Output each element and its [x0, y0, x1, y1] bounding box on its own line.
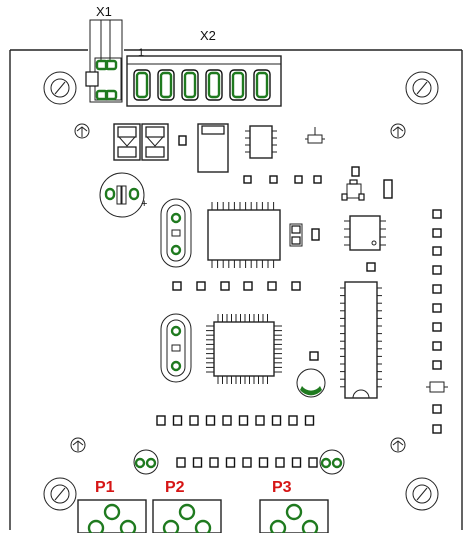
smd-pad — [189, 415, 199, 426]
smd-pad — [220, 281, 230, 291]
connector-x1 — [85, 19, 123, 103]
transistor-sot23 — [305, 127, 325, 144]
smd-component — [429, 381, 445, 393]
smd-pad — [243, 281, 253, 291]
smd-pad — [238, 415, 249, 426]
ic-qfp-mcu — [206, 314, 282, 384]
transistor-sot23 — [341, 179, 365, 201]
smd-pad — [432, 322, 442, 332]
crystal-y2 — [160, 313, 192, 383]
smd-pad — [172, 281, 182, 291]
capacitor-electrolytic — [296, 368, 326, 398]
smd-pad — [313, 175, 322, 184]
smd-pad — [432, 360, 442, 370]
fiducial-icon — [70, 437, 86, 453]
smd-pad — [275, 457, 285, 468]
smd-pad — [205, 415, 216, 426]
smd-pad — [432, 228, 442, 238]
label-p1: P1 — [95, 479, 115, 496]
smd-pad — [243, 175, 252, 184]
x2-pin-pad — [207, 71, 221, 99]
smd-pad — [351, 166, 360, 177]
connector-p2 — [152, 499, 222, 533]
board-outline — [9, 49, 463, 530]
smd-pad — [178, 135, 187, 146]
smd-pad — [209, 457, 219, 468]
smd-pad — [156, 415, 166, 426]
smd-pad — [258, 457, 269, 468]
smd-pad — [225, 457, 236, 468]
fiducial-icon — [390, 437, 406, 453]
capacitor-smd — [289, 223, 303, 247]
ic-dip-long — [340, 281, 382, 399]
x2-pin-pad — [159, 71, 173, 99]
smd-pad — [432, 209, 442, 219]
connector-x2 — [126, 55, 282, 107]
smd-pad — [267, 281, 277, 291]
smd-pad — [288, 415, 298, 426]
smd-pad — [304, 415, 315, 426]
smd-pad — [222, 415, 232, 426]
label-p3: P3 — [272, 479, 292, 496]
label-x1: X1 — [96, 4, 112, 19]
mounting-hole-icon — [43, 71, 77, 105]
smd-pad — [172, 415, 183, 426]
smd-pad — [432, 284, 442, 294]
fiducial-icon — [74, 123, 90, 139]
connector-p1 — [77, 499, 147, 533]
smd-pad — [242, 457, 252, 468]
x2-pin-pad — [231, 71, 245, 99]
connector-mount-right — [319, 449, 345, 475]
svg-text:+: + — [141, 198, 147, 210]
smd-pad — [432, 246, 442, 256]
ic-soic8-right — [344, 215, 386, 251]
mounting-hole-icon — [405, 71, 439, 105]
smd-pad — [432, 303, 442, 313]
ic-soic-middle — [207, 202, 281, 268]
smd-pad — [291, 457, 302, 468]
smd-pad — [294, 175, 303, 184]
label-p2: P2 — [165, 479, 185, 496]
smd-pad — [432, 265, 442, 275]
smd-pad — [308, 457, 318, 468]
smd-pad — [196, 281, 206, 291]
smd-pad — [366, 262, 376, 272]
x2-pin-pad — [183, 71, 197, 99]
diode-d2 — [141, 123, 169, 161]
smd-pad — [311, 228, 320, 241]
fiducial-icon — [390, 123, 406, 139]
capacitor-smd — [197, 123, 229, 173]
mounting-hole-icon — [405, 477, 439, 511]
mounting-hole-icon — [43, 477, 77, 511]
smd-pad — [176, 457, 186, 468]
smd-pad — [432, 341, 442, 351]
smd-pad — [291, 281, 301, 291]
smd-pad — [192, 457, 203, 468]
diode-d1 — [113, 123, 141, 161]
smd-pad — [432, 424, 442, 434]
smd-pad — [255, 415, 265, 426]
smd-pad — [432, 404, 442, 414]
x2-pin-pad — [255, 71, 269, 99]
label-x2: X2 — [200, 28, 216, 43]
label-pin1: 1 — [138, 47, 144, 59]
crystal-y1 — [160, 198, 192, 268]
smd-pad — [269, 175, 278, 184]
capacitor-electrolytic: + — [99, 172, 147, 218]
smd-pad — [383, 179, 393, 199]
ic-soic8-top — [245, 125, 277, 159]
connector-mount-left — [133, 449, 159, 475]
x2-pin-pad — [135, 71, 149, 99]
smd-pad — [271, 415, 282, 426]
smd-pad — [309, 351, 319, 361]
connector-p3 — [259, 499, 329, 533]
